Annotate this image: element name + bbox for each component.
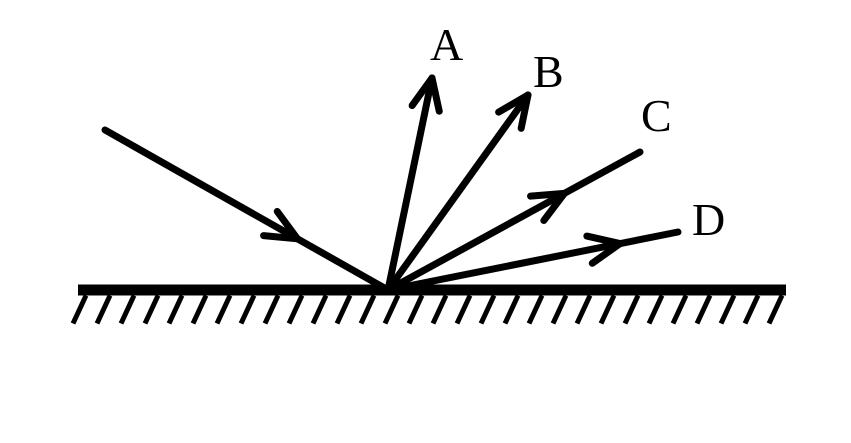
hatch-mark (406, 294, 425, 325)
hatch-mark (286, 294, 305, 325)
hatch-mark (358, 294, 377, 325)
hatch-mark (454, 294, 473, 325)
arrowhead-barb (583, 232, 624, 248)
arrowhead-barb (588, 240, 624, 267)
hatch-mark (742, 294, 761, 325)
ray-shaft (384, 74, 436, 294)
hatch-mark (94, 294, 113, 325)
hatch-mark (166, 294, 185, 325)
hatch-mark (478, 294, 497, 325)
ray-label-d: D (692, 194, 726, 245)
ray-shaft (384, 228, 682, 294)
ray-label-b: B (533, 46, 564, 97)
hatch-mark (574, 294, 593, 325)
hatch-mark (430, 294, 449, 325)
ray-shaft (101, 126, 392, 294)
ray-group (101, 74, 682, 294)
ray-label-c: C (641, 90, 672, 141)
arrowhead-barb (527, 189, 568, 200)
hatch-mark (526, 294, 545, 325)
hatch-mark (550, 294, 569, 325)
ray-shaft (384, 91, 532, 294)
hatch-mark (118, 294, 137, 325)
hatch-mark (670, 294, 689, 325)
arrowhead-barb (428, 74, 443, 115)
ray-label-a: A (430, 19, 464, 70)
incident-ray (101, 126, 392, 294)
hatch-mark (694, 294, 713, 325)
arrowhead-barb (495, 91, 532, 116)
hatch-mark (238, 294, 257, 325)
hatch-mark (622, 294, 641, 325)
hatch-mark (262, 294, 281, 325)
ray-a (384, 74, 443, 294)
hatch-mark (382, 294, 401, 325)
hatch-mark (70, 294, 89, 325)
hatch-mark (214, 294, 233, 325)
arrowhead-barb (273, 207, 301, 243)
ray-d (384, 228, 682, 294)
ray-b (384, 91, 532, 294)
hatch-mark (718, 294, 737, 325)
hatch-mark (190, 294, 209, 325)
hatch-mark (502, 294, 521, 325)
arrowhead-barb (408, 74, 436, 110)
hatch-mark (766, 294, 785, 325)
hatch-mark (310, 294, 329, 325)
hatch-mark (142, 294, 161, 325)
arrowhead-barb (517, 91, 532, 132)
ray-shaft (384, 148, 644, 294)
ray-c (384, 148, 644, 294)
hatch-mark (334, 294, 353, 325)
arrowhead-barb (540, 189, 568, 224)
surface-hatching (70, 294, 785, 325)
hatch-mark (598, 294, 617, 325)
hatch-mark (646, 294, 665, 325)
arrowhead-barb (260, 232, 301, 243)
